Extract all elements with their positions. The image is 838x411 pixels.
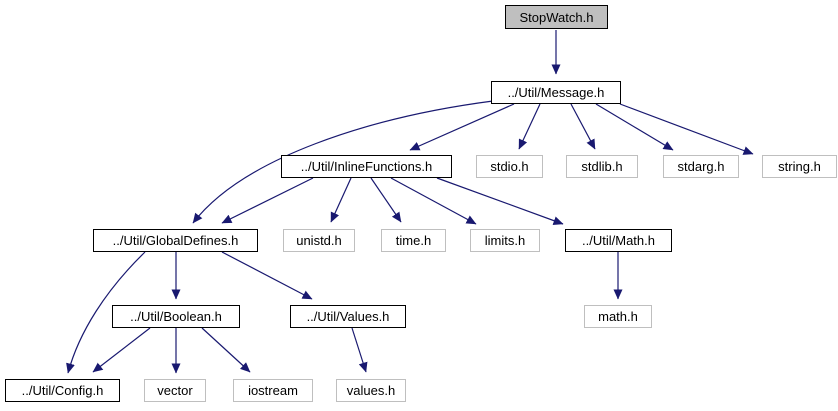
node-stdarg-h: stdarg.h <box>663 155 739 178</box>
node-iostream: iostream <box>233 379 313 402</box>
node-stdio-h: stdio.h <box>476 155 543 178</box>
edge-message-to-stdlib <box>570 103 596 150</box>
edge-inline-functions-to-unistd <box>330 177 352 223</box>
node-vector: vector <box>144 379 206 402</box>
edge-boolean-to-config <box>92 327 151 373</box>
edge-global-defines-to-values-util <box>221 251 313 300</box>
edge-message-to-stdio <box>518 103 541 150</box>
edge-inline-functions-to-math-util <box>436 177 564 225</box>
node-time-h: time.h <box>381 229 446 252</box>
edge-message-to-global-defines <box>192 100 494 224</box>
node-math-h: math.h <box>584 305 652 328</box>
edge-boolean-to-iostream <box>201 327 251 373</box>
node-util-values-h[interactable]: ../Util/Values.h <box>290 305 406 328</box>
edge-message-to-stdarg <box>595 103 674 151</box>
node-util-config-h[interactable]: ../Util/Config.h <box>5 379 120 402</box>
edge-inline-functions-to-time <box>370 177 402 223</box>
node-util-inlinefunctions-h[interactable]: ../Util/InlineFunctions.h <box>281 155 452 178</box>
node-unistd-h: unistd.h <box>283 229 355 252</box>
node-stopwatch-h: StopWatch.h <box>505 5 608 29</box>
node-util-boolean-h[interactable]: ../Util/Boolean.h <box>112 305 240 328</box>
node-limits-h: limits.h <box>470 229 540 252</box>
node-util-math-h[interactable]: ../Util/Math.h <box>565 229 672 252</box>
edge-global-defines-to-config <box>66 251 146 374</box>
edge-inline-functions-to-global-defines <box>221 177 314 224</box>
node-stdlib-h: stdlib.h <box>566 155 638 178</box>
edge-message-to-inline-functions <box>409 103 515 151</box>
edge-message-to-string <box>619 103 754 155</box>
edge-inline-functions-to-limits <box>390 177 477 225</box>
node-values-h: values.h <box>336 379 406 402</box>
node-util-globaldefines-h[interactable]: ../Util/GlobalDefines.h <box>93 229 258 252</box>
edge-values-util-to-values-system <box>351 327 368 373</box>
node-util-message-h[interactable]: ../Util/Message.h <box>491 81 621 104</box>
node-string-h: string.h <box>762 155 837 178</box>
